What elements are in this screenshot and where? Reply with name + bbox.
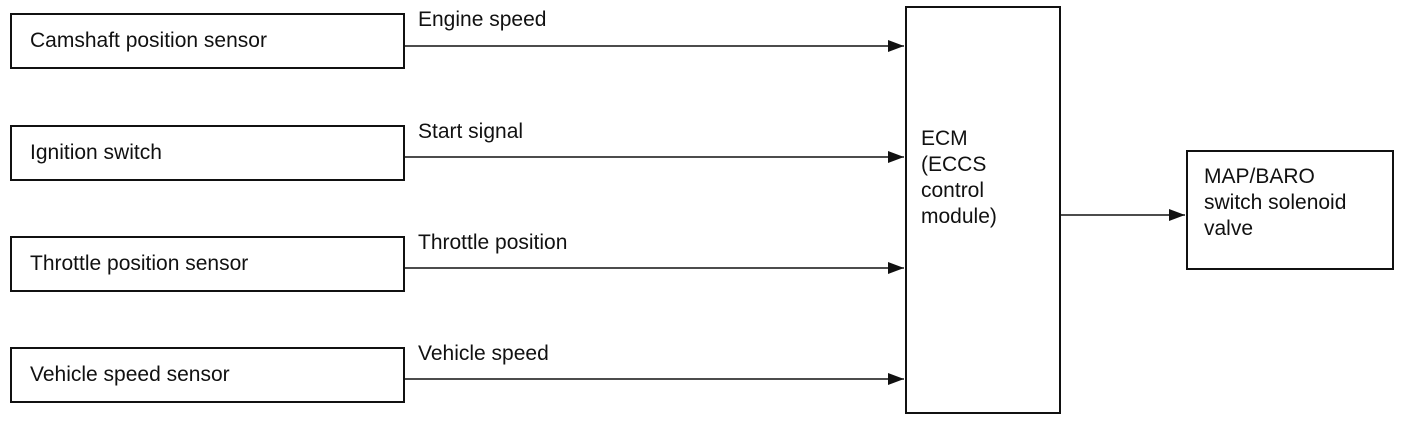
signal-label-throttle-position: Throttle position [418, 231, 568, 254]
valve-label: MAP/BARO switch solenoid valve [1204, 164, 1346, 242]
signal-label-engine-speed: Engine speed [418, 8, 547, 31]
valve-label-line: switch solenoid [1204, 191, 1347, 214]
ecm-label-line: ECM [921, 127, 968, 150]
throttle-position-sensor-box: Throttle position sensor [10, 236, 405, 292]
valve-label-line: valve [1204, 217, 1254, 240]
ecm-label: ECM (ECCS control module) [921, 126, 997, 230]
sensor-label: Throttle position sensor [30, 252, 249, 275]
signal-label-vehicle-speed: Vehicle speed [418, 342, 549, 365]
ecm-label-line: module) [921, 205, 997, 228]
ignition-switch-box: Ignition switch [10, 125, 405, 181]
ecm-label-line: (ECCS [921, 153, 987, 176]
ecm-box: ECM (ECCS control module) [905, 6, 1061, 414]
camshaft-position-sensor-box: Camshaft position sensor [10, 13, 405, 69]
sensor-label: Vehicle speed sensor [30, 363, 230, 386]
sensor-label: Ignition switch [30, 141, 162, 164]
map-baro-valve-box: MAP/BARO switch solenoid valve [1186, 150, 1394, 270]
ecm-label-line: control [921, 179, 985, 202]
vehicle-speed-sensor-box: Vehicle speed sensor [10, 347, 405, 403]
signal-label-start-signal: Start signal [418, 120, 524, 143]
sensor-label: Camshaft position sensor [30, 29, 267, 52]
valve-label-line: MAP/BARO [1204, 165, 1315, 188]
